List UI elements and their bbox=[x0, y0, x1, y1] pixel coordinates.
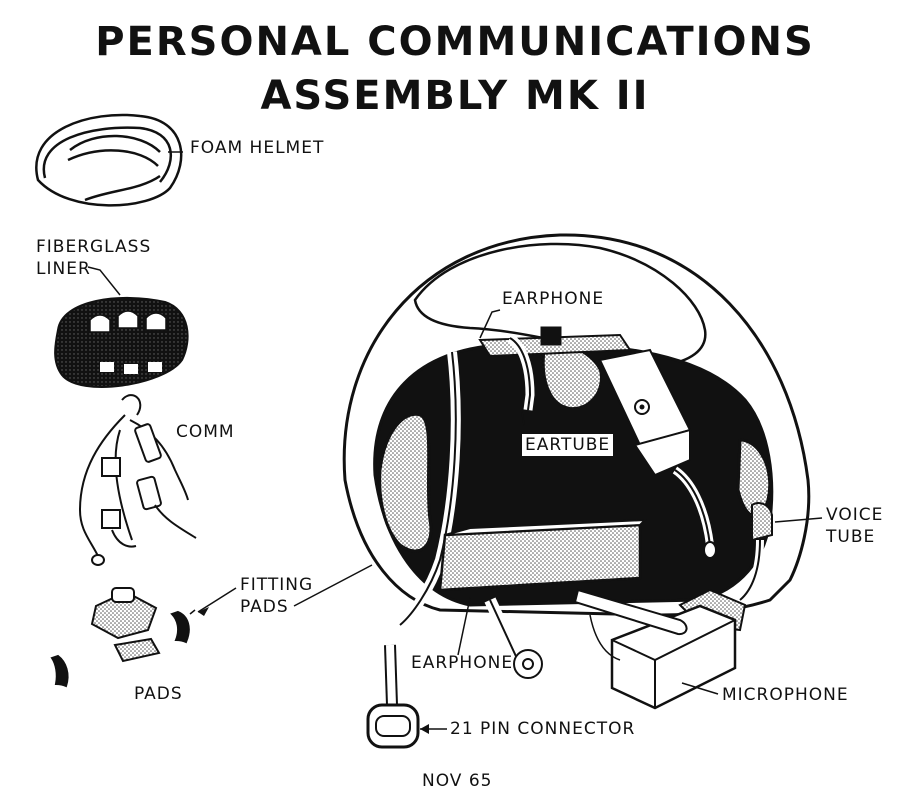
label-earphone-bottom: EARPHONE bbox=[411, 653, 514, 673]
fitting-pads-part bbox=[50, 587, 190, 688]
title-line-1: PERSONAL COMMUNICATIONS bbox=[95, 19, 815, 65]
fiberglass-liner-part bbox=[54, 296, 189, 388]
label-fiberglass-line2: LINER bbox=[36, 259, 91, 279]
date-stamp: NOV 65 bbox=[422, 771, 493, 791]
connector-part bbox=[366, 644, 420, 749]
label-earphone-top: EARPHONE bbox=[502, 289, 605, 309]
fitting-pads-arrowhead bbox=[198, 607, 209, 616]
label-fitting-line2: PADS bbox=[240, 597, 289, 617]
label-pads: PADS bbox=[134, 684, 183, 704]
label-fiberglass-line1: FIBERGLASS bbox=[36, 237, 152, 257]
label-fitting-line1: FITTING bbox=[240, 575, 314, 595]
foam-helmet-part bbox=[35, 113, 183, 207]
title-line-2: ASSEMBLY MK II bbox=[260, 73, 650, 119]
label-microphone: MICROPHONE bbox=[722, 685, 849, 705]
assembled-helmet bbox=[342, 233, 811, 710]
label-connector: 21 PIN CONNECTOR bbox=[450, 719, 636, 739]
label-voice-line2: TUBE bbox=[826, 527, 876, 547]
comm-assembly-part bbox=[78, 394, 197, 566]
label-foam-helmet: FOAM HELMET bbox=[190, 138, 325, 158]
label-comm: COMM bbox=[176, 422, 235, 442]
label-voice-line1: VOICE bbox=[826, 505, 884, 525]
label-eartube: EARTUBE bbox=[522, 434, 614, 456]
connector-arrowhead bbox=[420, 724, 429, 734]
